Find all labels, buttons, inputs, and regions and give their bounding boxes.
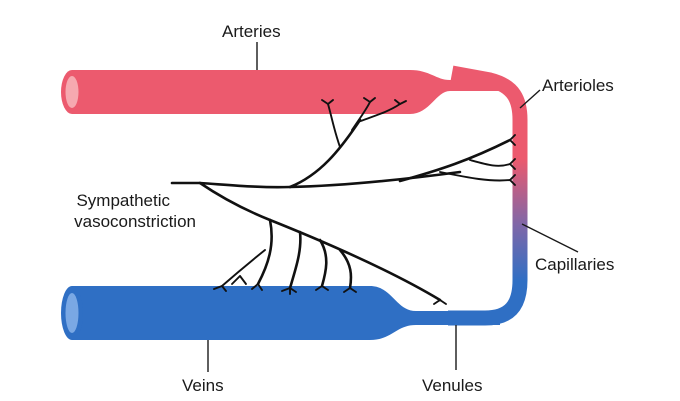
leader-arterioles: [519, 89, 541, 109]
artery: [72, 70, 500, 114]
label-sympathetic-line1: Sympathetic: [76, 191, 170, 210]
label-sympathetic-line2: vasoconstriction: [74, 212, 196, 231]
sympathetic-nerve: [170, 97, 516, 305]
label-veins: Veins: [182, 376, 224, 395]
label-arterioles: Arterioles: [542, 76, 614, 95]
capillary-loop: [448, 65, 528, 326]
label-capillaries: Capillaries: [535, 255, 614, 274]
vein-lumen: [65, 293, 79, 333]
artery-lumen: [65, 76, 79, 108]
vein: [72, 286, 500, 340]
label-arteries: Arteries: [222, 22, 281, 41]
label-venules: Venules: [422, 376, 483, 395]
leader-capillaries: [521, 223, 579, 253]
